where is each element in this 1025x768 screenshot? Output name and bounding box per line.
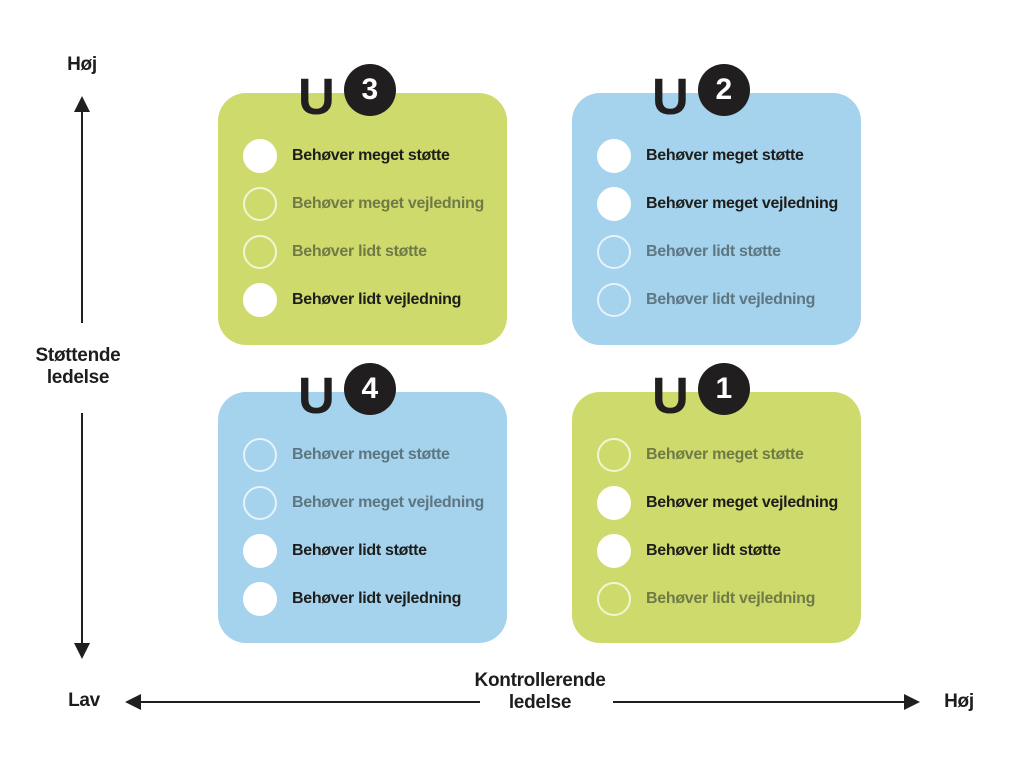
quadrant-u3-header: U 3 bbox=[298, 64, 396, 126]
arrow-up-icon bbox=[74, 96, 90, 112]
arrow-down-icon bbox=[74, 643, 90, 659]
check-circle-icon bbox=[243, 534, 277, 568]
check-item: Behøver meget vejledning bbox=[243, 479, 497, 527]
check-item: Behøver meget vejledning bbox=[243, 180, 497, 228]
y-axis-line-upper bbox=[81, 111, 83, 323]
check-item-label: Behøver meget vejledning bbox=[292, 195, 484, 212]
quadrant-u2-header: U 2 bbox=[652, 64, 750, 126]
quadrant-u3: U 3 Behøver meget støtte Behøver meget v… bbox=[218, 64, 507, 345]
check-circle-icon bbox=[597, 438, 631, 472]
check-item-label: Behøver meget støtte bbox=[292, 446, 450, 463]
x-axis-title: Kontrollerende ledelse bbox=[458, 670, 622, 714]
check-item-label: Behøver meget vejledning bbox=[646, 494, 838, 511]
check-item: Behøver lidt støtte bbox=[243, 228, 497, 276]
x-axis-title-line1: Kontrollerende bbox=[474, 670, 606, 691]
check-item: Behøver lidt støtte bbox=[597, 228, 851, 276]
x-axis-line-left bbox=[140, 701, 480, 703]
check-item: Behøver meget vejledning bbox=[597, 479, 851, 527]
quadrant-u1: U 1 Behøver meget støtte Behøver meget v… bbox=[572, 363, 861, 643]
arrow-left-icon bbox=[125, 694, 141, 710]
check-circle-icon bbox=[243, 582, 277, 616]
quadrant-u1-header: U 1 bbox=[652, 363, 750, 425]
check-circle-icon bbox=[597, 283, 631, 317]
check-item: Behøver lidt vejledning bbox=[597, 575, 851, 623]
check-item-label: Behøver lidt støtte bbox=[292, 243, 427, 260]
quadrant-u4-header: U 4 bbox=[298, 363, 396, 425]
check-item: Behøver meget vejledning bbox=[597, 180, 851, 228]
check-circle-icon bbox=[243, 235, 277, 269]
check-item-label: Behøver meget vejledning bbox=[292, 494, 484, 511]
check-item: Behøver lidt vejledning bbox=[597, 276, 851, 324]
check-item-label: Behøver lidt vejledning bbox=[292, 590, 462, 607]
y-axis-line-lower bbox=[81, 413, 83, 644]
check-circle-icon bbox=[243, 486, 277, 520]
number-badge: 2 bbox=[697, 64, 750, 116]
quadrant-u4: U 4 Behøver meget støtte Behøver meget v… bbox=[218, 363, 507, 643]
check-item-label: Behøver lidt vejledning bbox=[646, 590, 816, 607]
check-circle-icon bbox=[243, 139, 277, 173]
check-item-label: Behøver meget vejledning bbox=[646, 195, 838, 212]
check-item-label: Behøver meget støtte bbox=[646, 147, 804, 164]
check-circle-icon bbox=[597, 187, 631, 221]
check-item-label: Behøver lidt støtte bbox=[292, 542, 427, 559]
check-circle-icon bbox=[243, 283, 277, 317]
u-letter: U bbox=[298, 68, 335, 126]
check-item-label: Behøver lidt støtte bbox=[646, 243, 781, 260]
number-badge: 1 bbox=[697, 363, 750, 415]
check-item: Behøver lidt støtte bbox=[243, 527, 497, 575]
u-letter: U bbox=[652, 68, 689, 126]
check-item: Behøver lidt vejledning bbox=[243, 276, 497, 324]
check-item: Behøver lidt støtte bbox=[597, 527, 851, 575]
check-item-label: Behøver lidt støtte bbox=[646, 542, 781, 559]
u-letter: U bbox=[652, 367, 689, 425]
x-axis-title-line2: ledelse bbox=[508, 692, 572, 713]
check-circle-icon bbox=[597, 235, 631, 269]
check-item: Behøver meget støtte bbox=[243, 132, 497, 180]
check-item-label: Behøver meget støtte bbox=[292, 147, 450, 164]
check-item: Behøver meget støtte bbox=[597, 431, 851, 479]
number-badge: 3 bbox=[343, 64, 396, 116]
y-axis-title-line2: ledelse bbox=[46, 367, 110, 388]
check-item-label: Behøver lidt vejledning bbox=[646, 291, 816, 308]
y-axis-low-label: Lav bbox=[68, 690, 100, 711]
check-item-label: Behøver meget støtte bbox=[646, 446, 804, 463]
y-axis-title: Støttende ledelse bbox=[8, 345, 148, 389]
check-circle-icon bbox=[243, 438, 277, 472]
check-circle-icon bbox=[597, 534, 631, 568]
check-item-label: Behøver lidt vejledning bbox=[292, 291, 462, 308]
check-circle-icon bbox=[597, 582, 631, 616]
check-item: Behøver meget støtte bbox=[597, 132, 851, 180]
check-circle-icon bbox=[597, 139, 631, 173]
u-letter: U bbox=[298, 367, 335, 425]
check-circle-icon bbox=[597, 486, 631, 520]
check-circle-icon bbox=[243, 187, 277, 221]
x-axis-line-right bbox=[613, 701, 907, 703]
check-item: Behøver meget støtte bbox=[243, 431, 497, 479]
arrow-right-icon bbox=[904, 694, 920, 710]
number-badge: 4 bbox=[343, 363, 396, 415]
quadrant-u2: U 2 Behøver meget støtte Behøver meget v… bbox=[572, 64, 861, 345]
check-item: Behøver lidt vejledning bbox=[243, 575, 497, 623]
y-axis-title-line1: Støttende bbox=[35, 345, 121, 366]
y-axis-high-label: Høj bbox=[67, 54, 97, 75]
x-axis-high-label: Høj bbox=[944, 691, 974, 712]
